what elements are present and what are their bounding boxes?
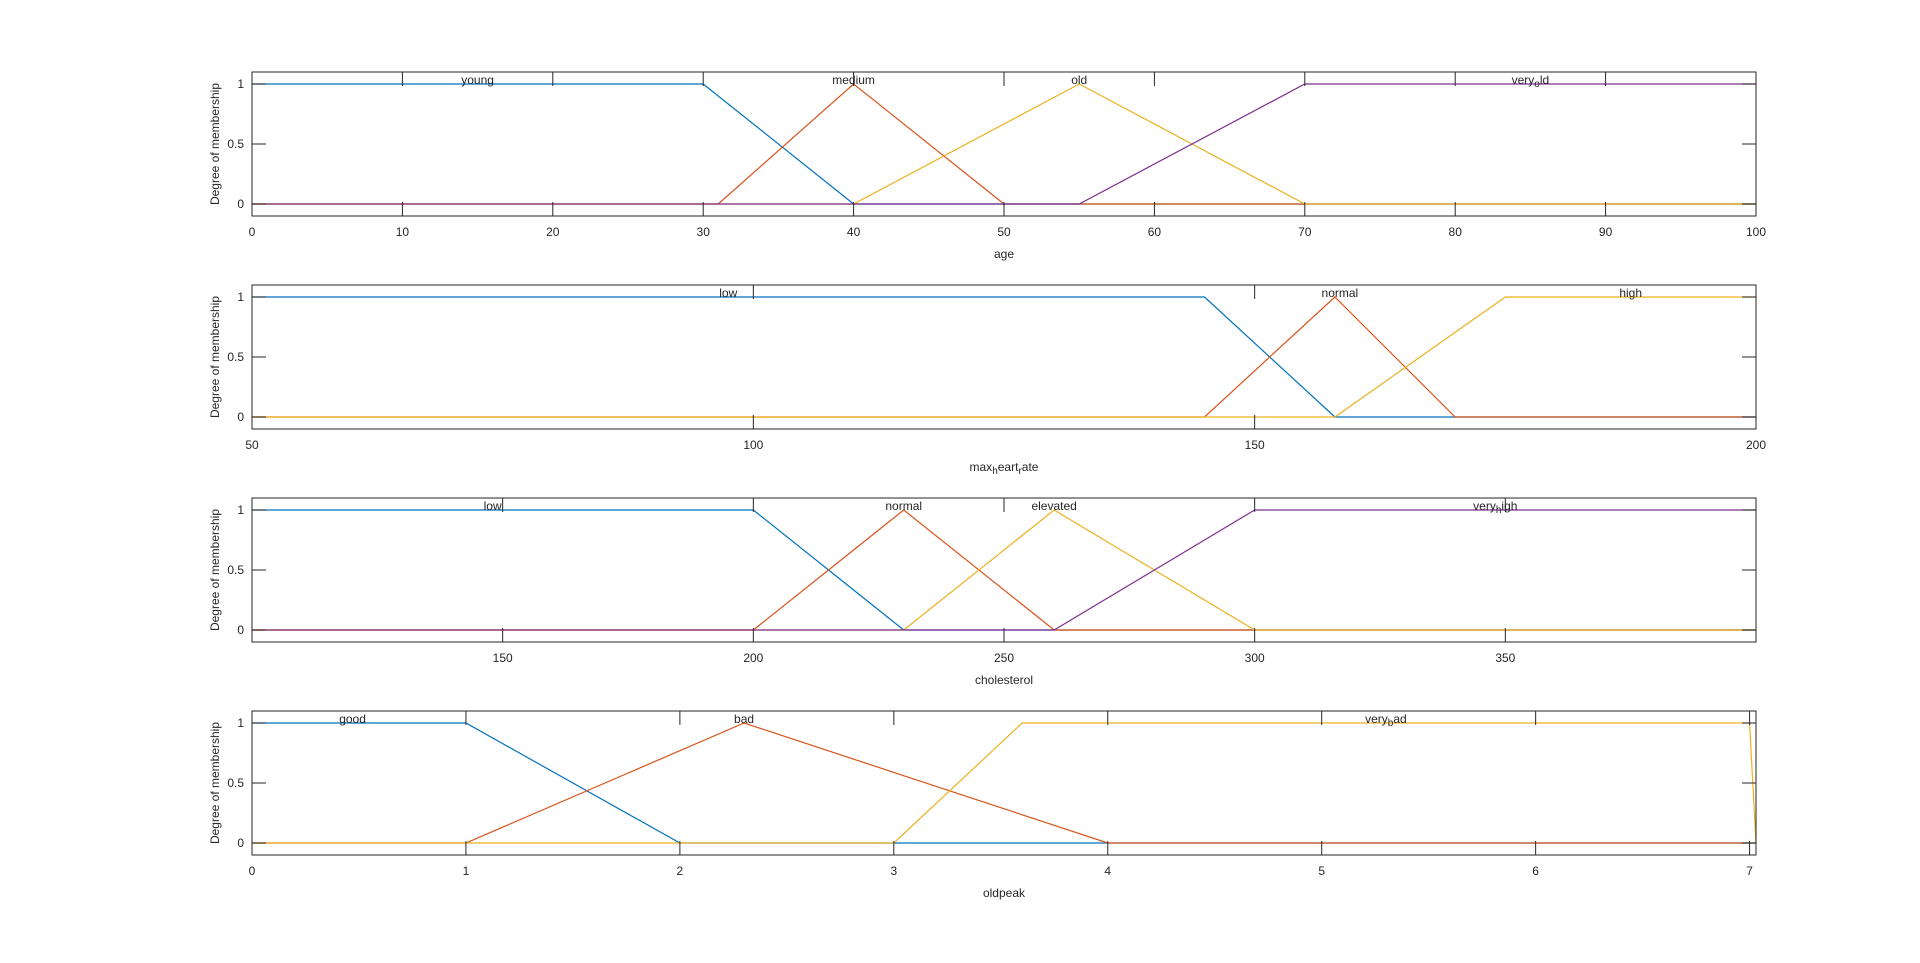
series-label-medium: medium [832, 73, 875, 87]
x-tick-label: 50 [245, 438, 259, 452]
x-tick-label: 0 [249, 225, 256, 239]
x-tick-label: 90 [1599, 225, 1613, 239]
subplot-cholesterol: 150 200 250 300 350 0 0.5 1 low normal elevated ver… [208, 497, 1757, 687]
subplot-oldpeak: 0 1 2 3 4 5 6 7 0 0.5 1 good bad verybad oldpeak Degree… [208, 710, 1757, 900]
y-axis-label: Degree of membership [208, 722, 222, 844]
x-tick-label: 10 [396, 225, 410, 239]
subplot-age: 0 10 20 30 40 50 60 70 80 90 100 0 0.5 1 young medium ol… [208, 71, 1766, 261]
x-tick-label: 250 [994, 651, 1014, 665]
x-tick-label: 7 [1746, 864, 1753, 878]
x-tick-label: 150 [1245, 438, 1265, 452]
y-tick-label: 1 [237, 290, 244, 304]
series-label-high: high [1619, 286, 1642, 300]
x-tick-label: 3 [890, 864, 897, 878]
x-tick-label: 100 [1746, 225, 1766, 239]
x-axis-label: oldpeak [983, 886, 1026, 900]
x-tick-label: 6 [1532, 864, 1539, 878]
y-tick-label: 0 [237, 410, 244, 424]
series-label-good: good [339, 712, 366, 726]
y-tick-label: 0.5 [227, 137, 244, 151]
series-label-low: low [719, 286, 737, 300]
x-tick-label: 300 [1245, 651, 1265, 665]
series-line-high [252, 296, 1756, 418]
x-tick-label: 80 [1449, 225, 1463, 239]
x-tick-label: 70 [1298, 225, 1312, 239]
series-label-veryold: veryold [1512, 73, 1550, 90]
series-label-low: low [484, 499, 502, 513]
y-tick-label: 1 [237, 77, 244, 91]
series-label-normal: normal [1322, 286, 1359, 300]
x-tick-label: 0 [249, 864, 256, 878]
x-tick-label: 1 [463, 864, 470, 878]
x-axis-label: maxheartrate [970, 460, 1039, 477]
series-label-young: young [461, 73, 494, 87]
y-tick-label: 0.5 [227, 776, 244, 790]
series-line-veryold [252, 83, 1756, 205]
y-tick-label: 1 [237, 503, 244, 517]
x-tick-label: 60 [1148, 225, 1162, 239]
x-tick-label: 40 [847, 225, 861, 239]
x-axis-label: cholesterol [975, 673, 1033, 687]
x-tick-label: 50 [997, 225, 1011, 239]
x-tick-label: 4 [1104, 864, 1111, 878]
series-label-verybad: verybad [1365, 712, 1407, 729]
y-axis-label: Degree of membership [208, 509, 222, 631]
subplot-maxheartrate: 50 100 150 200 0 0.5 1 low normal high maxheartrat… [208, 284, 1766, 477]
x-tick-label: 20 [546, 225, 560, 239]
y-tick-label: 0.5 [227, 563, 244, 577]
series-label-normal: normal [885, 499, 922, 513]
series-label-elevated: elevated [1031, 499, 1076, 513]
x-axis-label: age [994, 247, 1014, 261]
x-tick-label: 200 [743, 651, 763, 665]
x-tick-label: 100 [743, 438, 763, 452]
y-axis-label: Degree of membership [208, 83, 222, 205]
y-tick-label: 0 [237, 197, 244, 211]
x-tick-label: 200 [1746, 438, 1766, 452]
x-tick-label: 150 [493, 651, 513, 665]
x-tick-label: 5 [1318, 864, 1325, 878]
x-tick-label: 2 [677, 864, 684, 878]
y-tick-label: 0 [237, 836, 244, 850]
x-tick-label: 30 [697, 225, 711, 239]
x-tick-label: 350 [1495, 651, 1515, 665]
y-tick-label: 1 [237, 716, 244, 730]
y-tick-label: 0.5 [227, 350, 244, 364]
y-tick-label: 0 [237, 623, 244, 637]
series-label-bad: bad [734, 712, 754, 726]
y-axis-label: Degree of membership [208, 296, 222, 418]
series-label-old: old [1071, 73, 1087, 87]
series-label-veryhigh: veryhigh [1473, 499, 1517, 516]
